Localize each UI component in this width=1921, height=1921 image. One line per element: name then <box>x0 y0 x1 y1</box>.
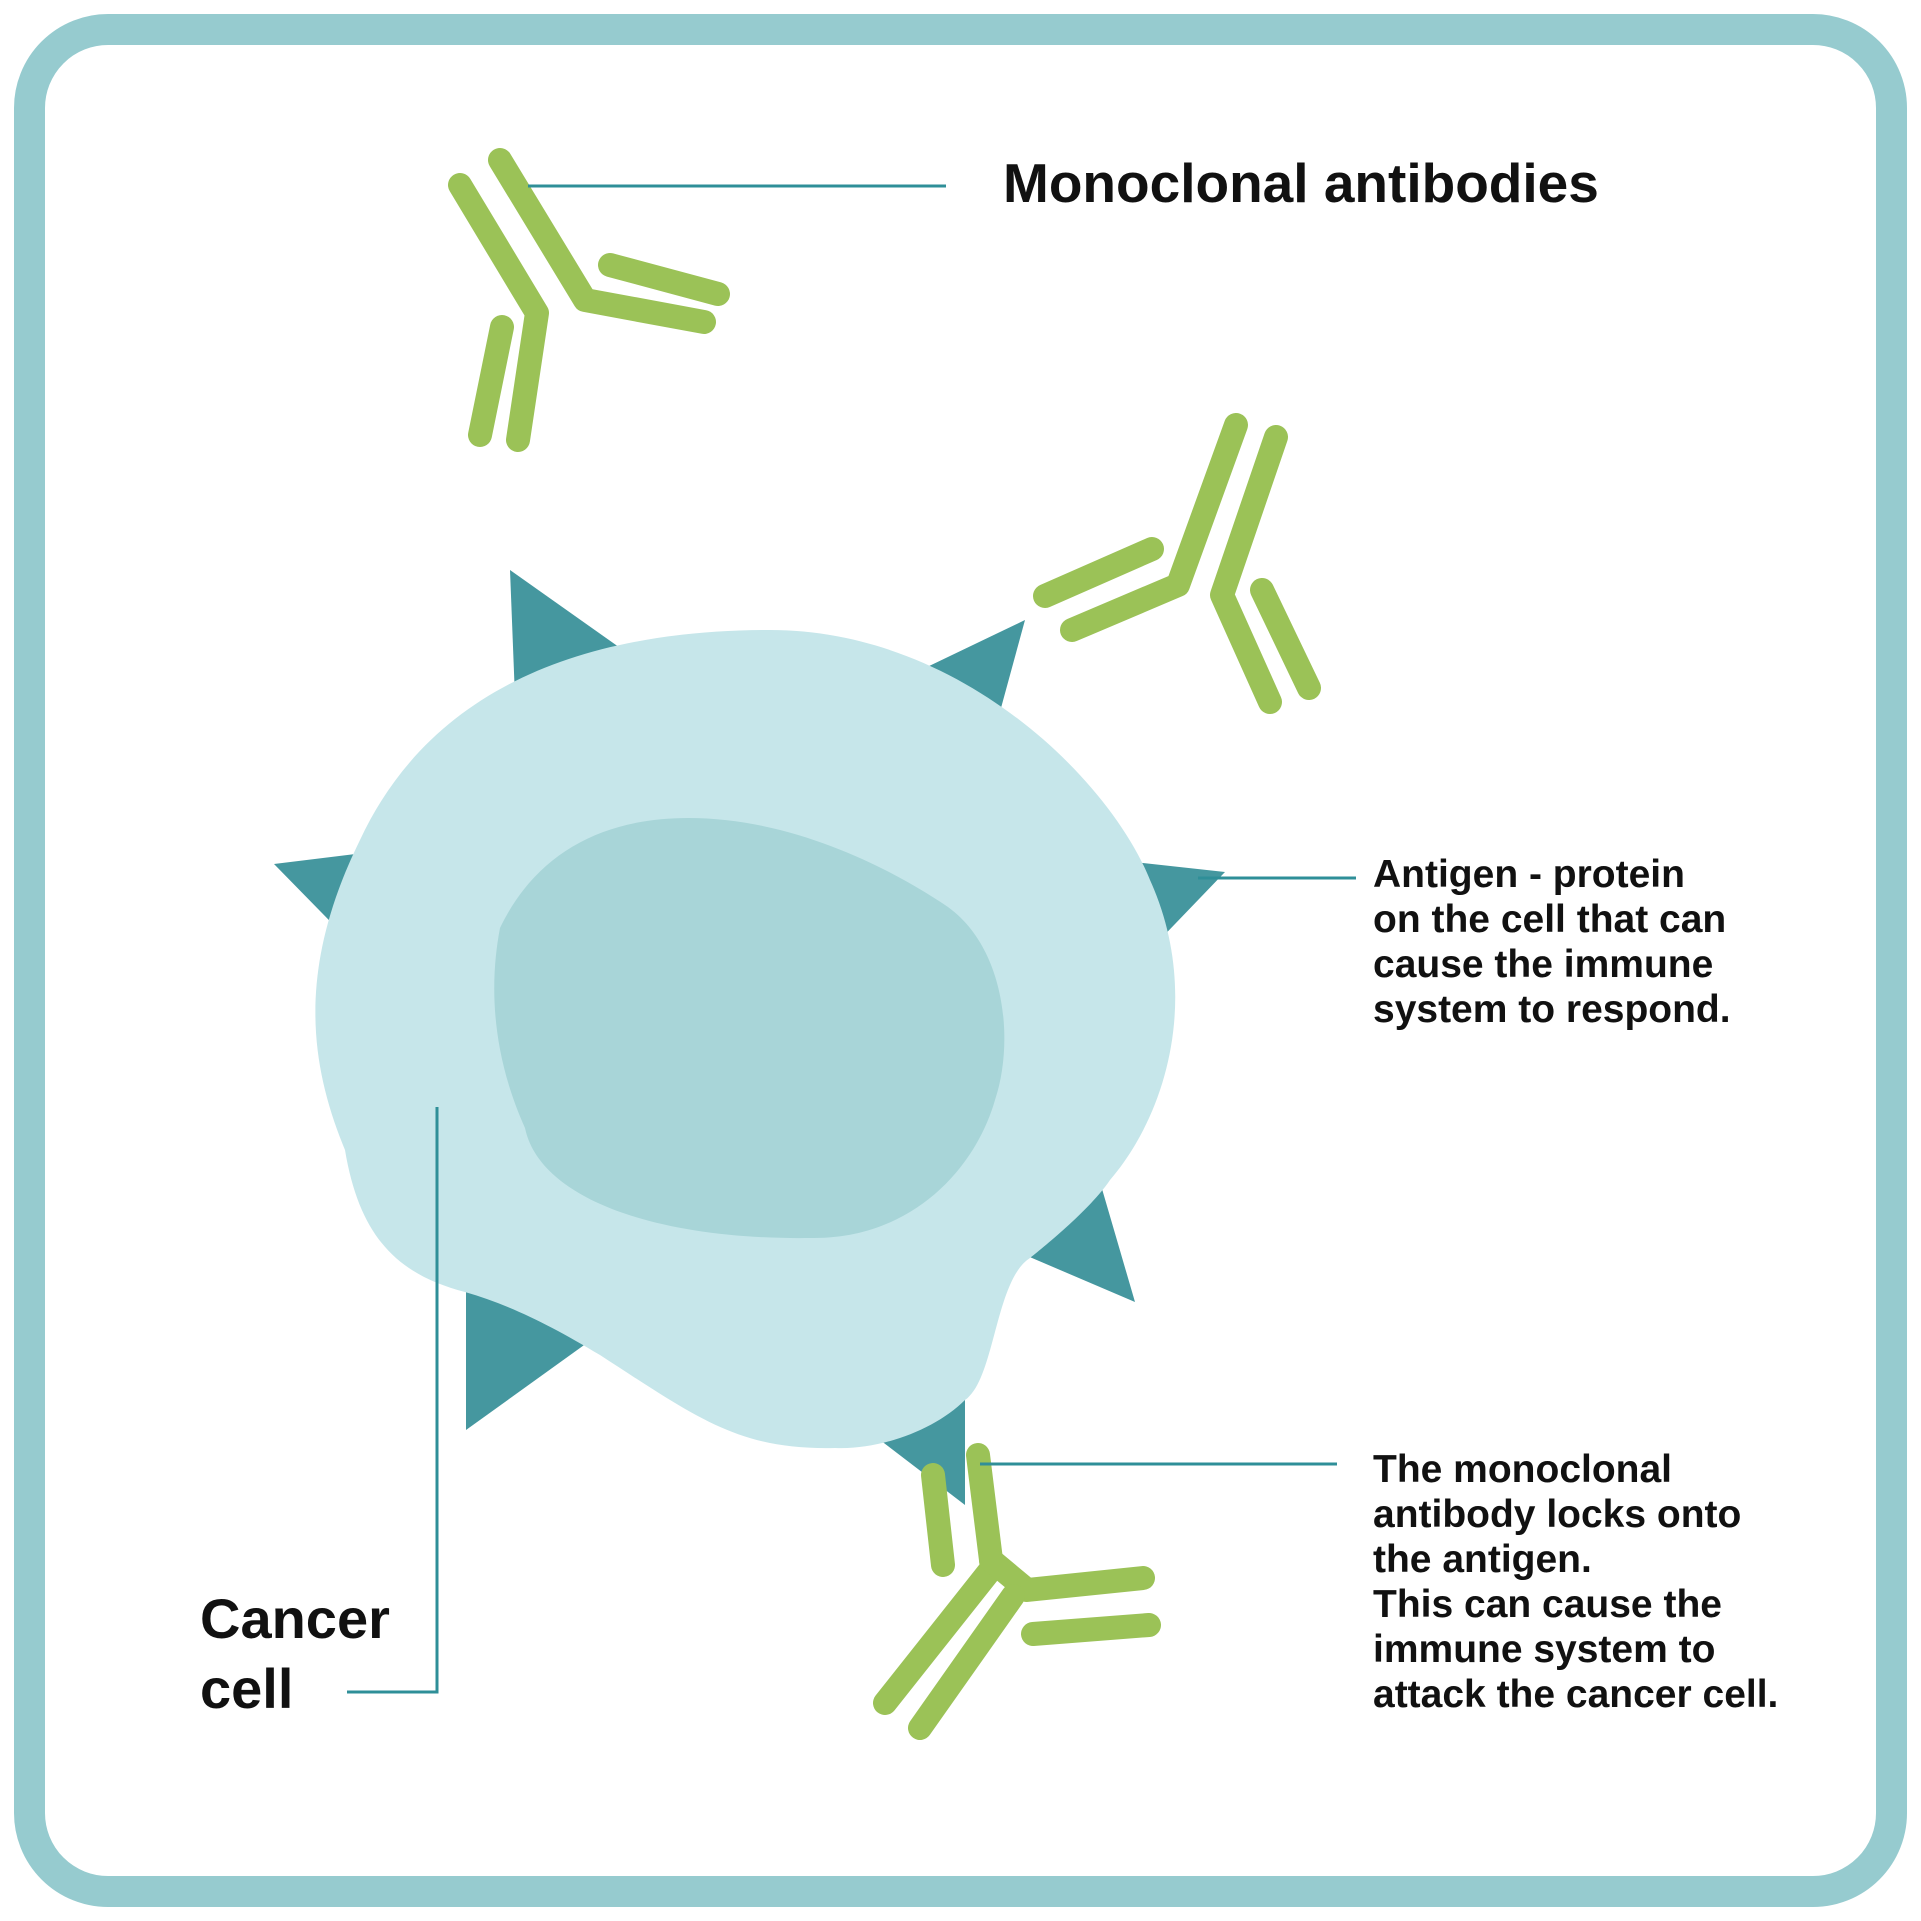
antibody-icon <box>448 148 730 452</box>
antibody-locks-label-line: attack the cancer cell. <box>1373 1673 1779 1716</box>
antigen-label-line: on the cell that can <box>1373 898 1727 941</box>
nucleus-icon <box>494 818 1005 1239</box>
leader-line-cancer-cell <box>347 1107 439 1694</box>
antibody-locks-label-line: immune system to <box>1373 1628 1716 1671</box>
antibody-locks-label-line: This can cause the <box>1373 1583 1722 1626</box>
cancer-cell-label: Cancer cell <box>200 1584 440 1724</box>
antigen-spike-icon <box>466 1276 605 1430</box>
monoclonal-antibodies-label: Monoclonal antibodies <box>1003 152 1599 214</box>
antibodies <box>448 148 1321 1740</box>
cancer-cell-label-line: Cancer <box>200 1587 390 1650</box>
antibody-icon <box>1033 413 1321 714</box>
antibody-icon <box>873 1443 1161 1740</box>
cancer-cell-label-line: cell <box>200 1657 294 1720</box>
antigen-label: Antigen - protein on the cell that can c… <box>1373 852 1813 1032</box>
antibody-locks-label-line: antibody locks onto <box>1373 1493 1742 1536</box>
antibody-locks-label: The monoclonal antibody locks onto the a… <box>1373 1447 1873 1717</box>
antigen-label-line: cause the immune <box>1373 943 1714 986</box>
antigen-spike-icon <box>1025 1182 1135 1302</box>
antigen-label-line: Antigen - protein <box>1373 853 1685 896</box>
leader-lines <box>347 184 1356 1694</box>
antibody-locks-label-line: The monoclonal <box>1373 1448 1673 1491</box>
antibody-locks-label-line: the antigen. <box>1373 1538 1592 1581</box>
antigen-label-line: system to respond. <box>1373 988 1731 1031</box>
